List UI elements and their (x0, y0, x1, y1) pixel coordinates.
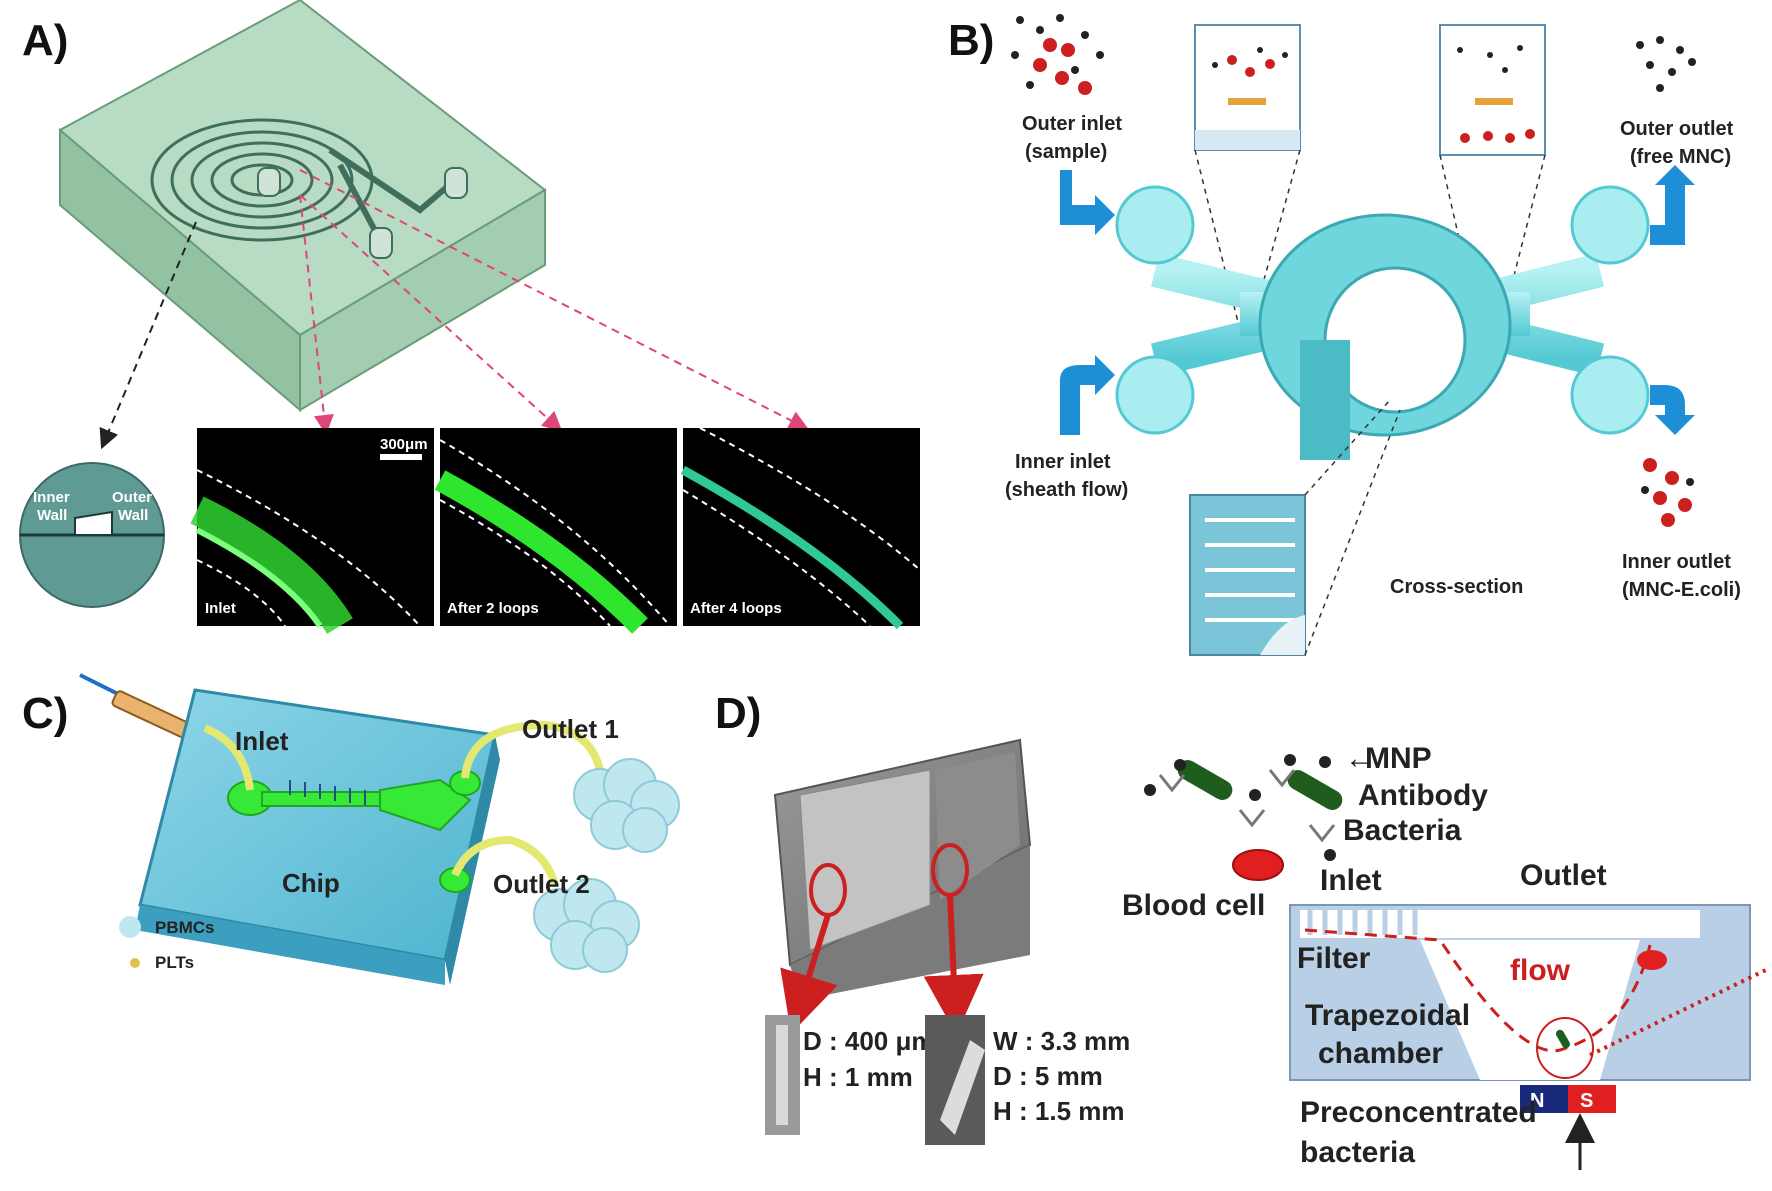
outlet-ports (257, 147, 468, 259)
outer-wall-label-2: Wall (118, 507, 148, 524)
panel-a-label: A) (22, 16, 68, 65)
outlet-1-label: Outlet 1 (522, 714, 619, 744)
outer-outlet-label: Outer outlet (1620, 118, 1734, 140)
image-label-2-loops: After 2 loops (447, 600, 539, 617)
outer-outlet-sub: (free MNC) (1630, 146, 1731, 168)
blood-cell-label: Blood cell (1122, 889, 1265, 922)
panel-d: D) D : 400 μm H : 1 mm W : 3.3 mm D : 5 … (715, 689, 1771, 1170)
mnc-ecoli-particles-icon (1641, 458, 1694, 527)
preconcentrated-label-1: Preconcentrated (1300, 1096, 1537, 1129)
pbmc-cluster-1 (573, 758, 680, 853)
chamber-dim-d: D : 5 mm (993, 1061, 1103, 1091)
d-outlet-label: Outlet (1520, 859, 1607, 892)
magnet-s-label: S (1580, 1090, 1593, 1112)
flow-arrows (1060, 165, 1695, 435)
mnp-label: MNP (1365, 742, 1432, 775)
plt-legend-icon (130, 958, 140, 968)
inner-outlet-sub: (MNC-E.coli) (1622, 579, 1741, 601)
d-inlet-label: Inlet (1320, 864, 1382, 897)
outer-inlet-label: Outer inlet (1022, 113, 1122, 135)
cross-section-inset (1189, 399, 1401, 656)
channel-c (227, 770, 481, 893)
filter-label: Filter (1297, 942, 1371, 975)
channel-cross-section: Inner Wall Outer Wall (19, 462, 165, 608)
image-label-inlet: Inlet (205, 600, 236, 617)
chamber-image (925, 1015, 985, 1145)
pore-dim-d: D : 400 μm (803, 1026, 935, 1056)
spiral-device (1115, 185, 1650, 460)
magnet: N S (1520, 1085, 1616, 1170)
inner-inlet-label: Inner inlet (1015, 451, 1111, 473)
sample-particles-icon (1011, 14, 1104, 95)
panel-b: B) Outer inlet (sample) (948, 14, 1741, 656)
pbmc-legend-label: PBMCs (155, 918, 215, 937)
flow-label: flow (1510, 954, 1571, 987)
trapezoidal-chamber (1289, 904, 1771, 1081)
inner-inlet-sub: (sheath flow) (1005, 479, 1128, 501)
chip-inlet-label: Inlet (235, 726, 289, 756)
filter-box (773, 738, 1032, 1035)
antibody-label: Antibody (1358, 779, 1488, 812)
outer-inlet-sub: (sample) (1025, 141, 1107, 163)
chip-c (135, 688, 500, 985)
panel-d-label: D) (715, 689, 761, 738)
panel-c-label: C) (22, 689, 68, 738)
tubing (203, 720, 604, 887)
inner-wall-label-1: Inner (33, 489, 70, 506)
image-label-4-loops: After 4 loops (690, 600, 782, 617)
chamber-dim-w: W : 3.3 mm (993, 1026, 1130, 1056)
scale-bar-label: 300μm (380, 436, 428, 453)
panel-a: A) (19, 0, 921, 635)
pbmc-legend-icon (119, 916, 141, 938)
syringe-icon (79, 673, 191, 738)
inner-outlet-label: Inner outlet (1622, 551, 1731, 573)
fluorescence-image-2-loops: After 2 loops (434, 428, 677, 634)
outer-wall-label-1: Outer (112, 489, 152, 506)
chip-label: Chip (282, 868, 340, 898)
spiral-chip (58, 0, 547, 413)
blood-cell-icon (1232, 849, 1284, 881)
preconcentrated-label-2: bacteria (1300, 1136, 1415, 1169)
free-mnc-particles-icon (1636, 36, 1696, 92)
fluorescence-image-inlet: 300μm Inlet (190, 428, 434, 635)
trapezoidal-label-2: chamber (1318, 1037, 1443, 1070)
bacteria-antibody-icons (1144, 754, 1343, 861)
cross-section-label: Cross-section (1390, 576, 1523, 598)
trapezoidal-label-1: Trapezoidal (1305, 999, 1470, 1032)
chamber-dim-h: H : 1.5 mm (993, 1096, 1125, 1126)
plt-legend-label: PLTs (155, 953, 194, 972)
pbmc-cluster-2 (533, 878, 640, 973)
inset-before (1194, 24, 1301, 151)
inner-wall-label-2: Wall (37, 507, 67, 524)
panel-c: C) (22, 673, 680, 985)
magnet-n-label: N (1530, 1090, 1544, 1112)
pore-dim-h: H : 1 mm (803, 1062, 913, 1092)
inset-after (1439, 24, 1546, 156)
svg-text:←: ← (1345, 742, 1375, 775)
outlet-2-label: Outlet 2 (493, 869, 590, 899)
bacteria-label: Bacteria (1343, 814, 1462, 847)
panel-b-label: B) (948, 16, 994, 65)
pore-image (765, 1015, 800, 1135)
fluorescence-image-4-loops: After 4 loops (680, 427, 921, 630)
